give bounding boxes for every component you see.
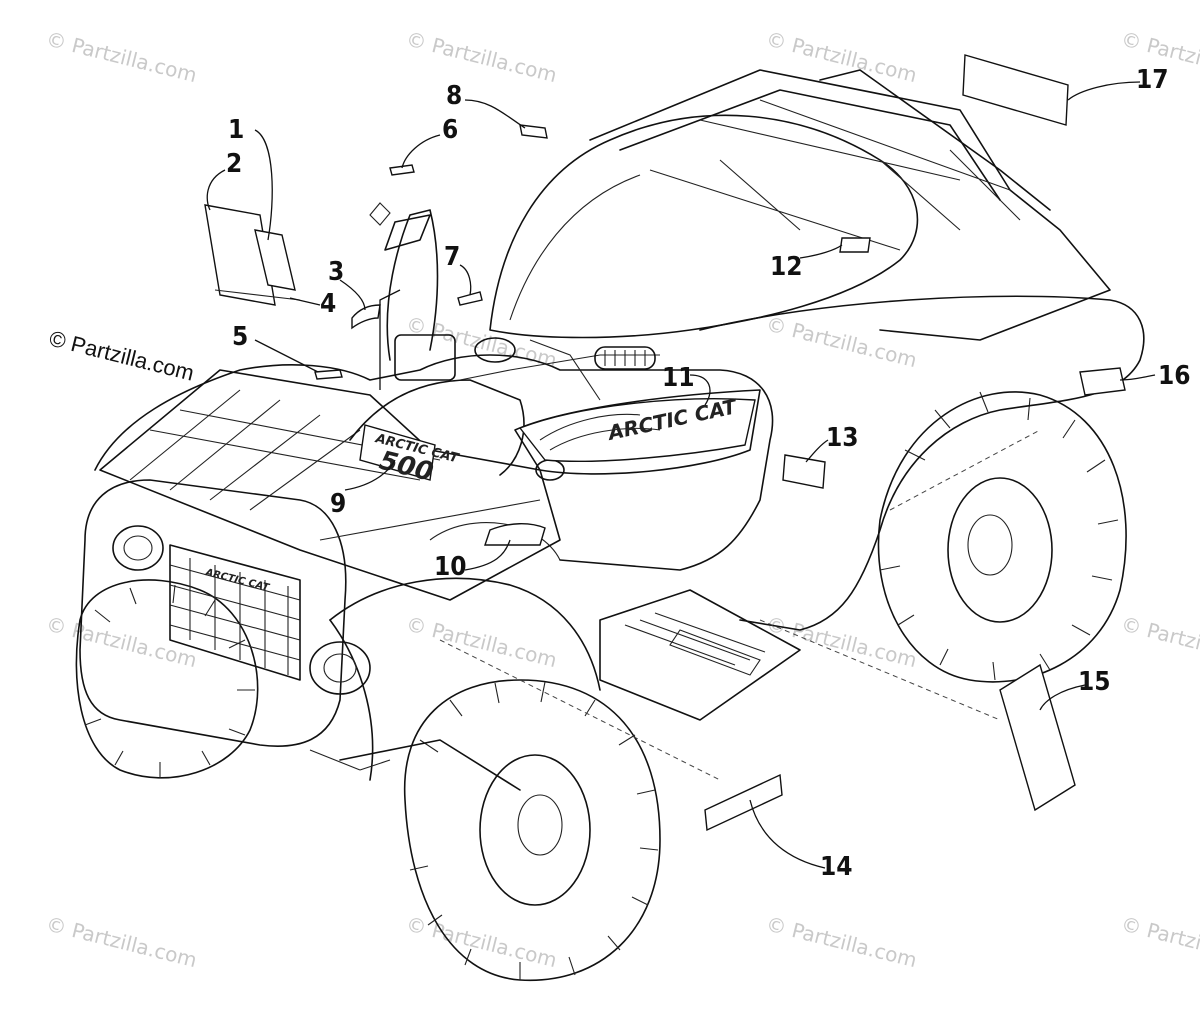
watermark-text: © Partzilla.com	[404, 612, 560, 673]
watermark-text: © Partzilla.com	[1119, 612, 1200, 673]
callout-9: 9	[330, 489, 346, 519]
watermark-text: © Partzilla.com	[764, 912, 920, 973]
atv-illustration: ARCTIC CAT	[75, 54, 1145, 982]
decal-15	[999, 663, 1076, 812]
callout-2: 2	[226, 149, 242, 179]
callout-12: 12	[770, 252, 803, 282]
callout-16: 16	[1158, 361, 1191, 391]
watermark-text: © Partzilla.com	[44, 27, 200, 88]
callout-10: 10	[434, 552, 467, 582]
callout-14: 14	[820, 852, 853, 882]
callout-17: 17	[1136, 65, 1169, 95]
watermark-text: © Partzilla.com	[404, 27, 560, 88]
front-right-wheel	[403, 679, 661, 982]
decal-12	[839, 237, 871, 253]
leader-lines	[206, 81, 1156, 869]
rear-right-wheel	[877, 391, 1127, 683]
watermark-text: © Partzilla.com	[404, 912, 560, 973]
decal-7	[457, 291, 483, 306]
callout-8: 8	[446, 81, 462, 111]
callout-11: 11	[662, 363, 695, 393]
callout-3: 3	[328, 257, 344, 287]
decal-5	[314, 369, 343, 380]
callout-labels: 1 2 3 4 5 6 7 8 9 10 11 12 13 14 15 16 1…	[226, 65, 1191, 882]
decal-3	[351, 304, 381, 330]
copyright-notice: © Partzilla.com	[47, 326, 197, 386]
decal-8	[519, 124, 548, 139]
callout-5: 5	[232, 322, 248, 352]
decal-14	[704, 773, 783, 832]
callout-6: 6	[442, 115, 458, 145]
decal-1	[254, 229, 296, 291]
decal-16	[1079, 367, 1126, 396]
arctic-cat-500-logo-decal: ARCTIC CAT 500	[359, 424, 461, 488]
watermark-layer: © Partzilla.com © Partzilla.com © Partzill…	[44, 27, 1200, 973]
copyright-text: © Partzilla.com	[47, 326, 197, 386]
decal-shapes	[204, 54, 1126, 832]
decal-17	[962, 54, 1069, 126]
arctic-cat-side-graphic: ARCTIC CAT	[518, 394, 756, 463]
front-left-wheel	[75, 579, 259, 779]
decal-6	[389, 164, 415, 176]
watermark-text: © Partzilla.com	[1119, 912, 1200, 973]
rear-left-wheel	[429, 522, 561, 561]
decal-13	[782, 454, 826, 489]
watermark-text: © Partzilla.com	[764, 312, 920, 373]
callout-13: 13	[826, 423, 859, 453]
decal-10	[484, 523, 546, 546]
callout-7: 7	[444, 242, 460, 272]
callout-4: 4	[320, 289, 336, 319]
callout-1: 1	[228, 115, 244, 145]
watermark-text: © Partzilla.com	[44, 912, 200, 973]
callout-15: 15	[1078, 667, 1111, 697]
watermark-text: © Partzilla.com	[764, 27, 920, 88]
grille-brand: ARCTIC CAT	[203, 567, 271, 594]
